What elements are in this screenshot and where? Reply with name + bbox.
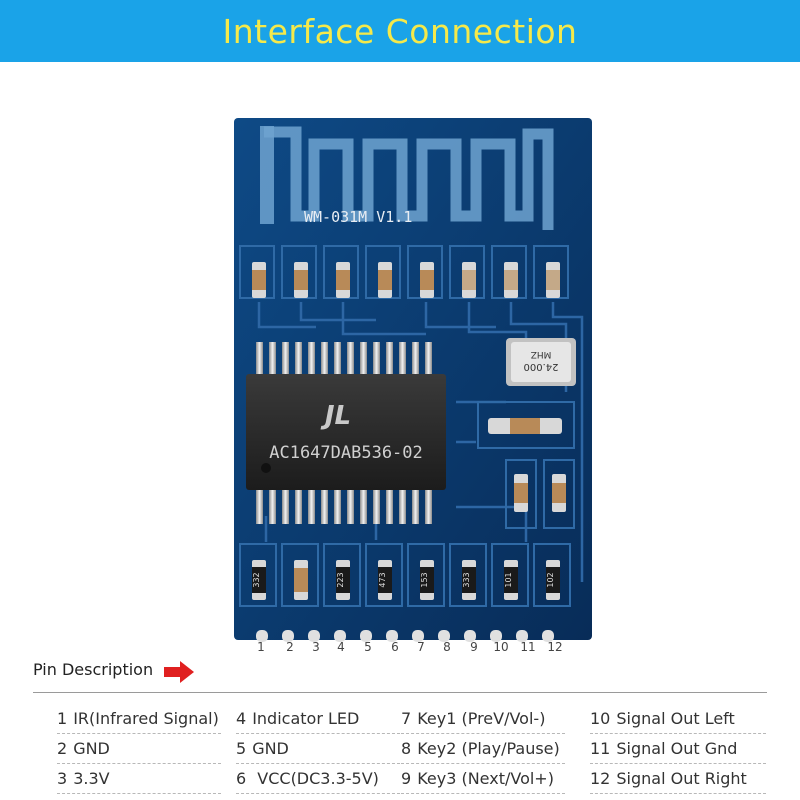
pin-number-row: 1 2 3 4 5 6 7 8 9 10 11 12 <box>248 640 568 660</box>
resistor-label-6: 333 <box>462 572 471 587</box>
pin-desc-num: 8 <box>401 739 412 758</box>
bottom-resistor-6: 333 <box>462 560 476 600</box>
pin-number-9: 9 <box>470 640 478 654</box>
resistor-label-1: 332 <box>252 572 261 587</box>
pin-number-3: 3 <box>312 640 320 654</box>
resistor-label-3: 223 <box>336 572 345 587</box>
bottom-capacitor-2 <box>294 560 308 600</box>
crystal-label: 24.000 <box>524 361 559 372</box>
section-divider <box>33 692 767 693</box>
pin-desc-label: GND <box>73 739 110 758</box>
pin-desc-label: GND <box>252 739 289 758</box>
chip-logo: JL <box>320 401 351 431</box>
bottom-resistor-4: 473 <box>378 560 392 600</box>
pin-desc-label: Signal Out Gnd <box>616 739 738 758</box>
pin-number-6: 6 <box>391 640 399 654</box>
page-title: Interface Connection <box>222 12 578 51</box>
side-cap-outline-2 <box>543 459 575 529</box>
bottom-resistor-3: 223 <box>336 560 350 600</box>
pin-desc-num: 7 <box>401 709 412 728</box>
pin-desc-1: 1 IR(Infrared Signal) <box>57 704 221 734</box>
pin-desc-num: 10 <box>590 709 611 728</box>
pin-number-5: 5 <box>364 640 372 654</box>
red-arrow-right-icon <box>164 661 194 683</box>
model-label: WM-031M V1.1 <box>304 208 412 226</box>
pin-desc-label: VCC(DC3.3-5V) <box>252 769 379 788</box>
side-cap-outline-1 <box>505 459 537 529</box>
pin-desc-num: 5 <box>236 739 247 758</box>
bottom-row-outlines <box>239 543 571 607</box>
pin-desc-label: Signal Out Left <box>616 709 735 728</box>
pcb-board: WM-031M V1.1 <box>226 112 598 658</box>
pin-number-11: 11 <box>520 640 536 654</box>
pin-desc-7: 7 Key1 (PreV/Vol-) <box>401 704 565 734</box>
chip-pins-top <box>256 342 432 376</box>
resistor-label-4: 473 <box>378 572 387 587</box>
pin-desc-6: 6 VCC(DC3.3-5V) <box>236 764 400 794</box>
pin-desc-12: 12 Signal Out Right <box>590 764 766 794</box>
pin-desc-num: 1 <box>57 709 68 728</box>
pin-number-8: 8 <box>443 640 451 654</box>
pin-desc-9: 9 Key3 (Next/Vol+) <box>401 764 565 794</box>
pin-desc-num: 3 <box>57 769 68 788</box>
antenna-bar <box>260 126 274 224</box>
pin-desc-5: 5 GND <box>236 734 400 764</box>
pin-desc-label: IR(Infrared Signal) <box>73 709 219 728</box>
pin-desc-num: 12 <box>590 769 611 788</box>
pin-desc-num: 6 <box>236 769 247 788</box>
pin-desc-8: 8 Key2 (Play/Pause) <box>401 734 565 764</box>
pin-desc-label: 3.3V <box>73 769 110 788</box>
chip-label: AC1647DAB536-02 <box>269 443 423 463</box>
header-banner <box>0 0 800 62</box>
edge-pads <box>256 630 554 642</box>
mid-cap-outline <box>477 401 575 449</box>
bottom-resistor-5: 153 <box>420 560 434 600</box>
resistor-label-7: 101 <box>504 572 513 587</box>
pin-desc-2: 2 GND <box>57 734 221 764</box>
chip-pins-bottom <box>256 488 432 524</box>
pin-desc-num: 4 <box>236 709 247 728</box>
resistor-label-8: 102 <box>546 572 555 587</box>
pin-desc-10: 10 Signal Out Left <box>590 704 766 734</box>
pin-number-2: 2 <box>286 640 294 654</box>
antenna-trace <box>264 126 554 230</box>
pin-number-4: 4 <box>337 640 345 654</box>
pin-number-12: 12 <box>547 640 563 654</box>
main-chip <box>246 374 446 490</box>
pin-desc-label: Key3 (Next/Vol+) <box>417 769 554 788</box>
pin-desc-label: Indicator LED <box>252 709 360 728</box>
bottom-resistor-1: 332 <box>252 560 266 600</box>
pcb-board-drawing: WM-031M V1.1 <box>234 118 592 642</box>
chip-dot <box>261 463 271 473</box>
pin-desc-3: 3 3.3V <box>57 764 221 794</box>
side-capacitors <box>514 474 566 512</box>
pin-desc-label: Signal Out Right <box>616 769 747 788</box>
pin-number-7: 7 <box>417 640 425 654</box>
bottom-resistor-7: 101 <box>504 560 518 600</box>
pin-description-title: Pin Description <box>33 660 154 679</box>
top-capacitors <box>252 262 560 298</box>
mid-capacitor <box>488 418 562 434</box>
bottom-resistor-8: 102 <box>546 560 560 600</box>
pin-number-10: 10 <box>493 640 509 654</box>
pin-desc-11: 11 Signal Out Gnd <box>590 734 766 764</box>
pin-desc-num: 2 <box>57 739 68 758</box>
crystal-sub: MHZ <box>531 349 552 359</box>
pin-desc-num: 9 <box>401 769 412 788</box>
crystal-top <box>511 342 571 382</box>
pin-number-1: 1 <box>257 640 265 654</box>
pin-desc-label: Key1 (PreV/Vol-) <box>417 709 546 728</box>
resistor-label-5: 153 <box>420 572 429 587</box>
pin-desc-num: 11 <box>590 739 611 758</box>
pin-desc-4: 4 Indicator LED <box>236 704 400 734</box>
pin-desc-label: Key2 (Play/Pause) <box>417 739 560 758</box>
